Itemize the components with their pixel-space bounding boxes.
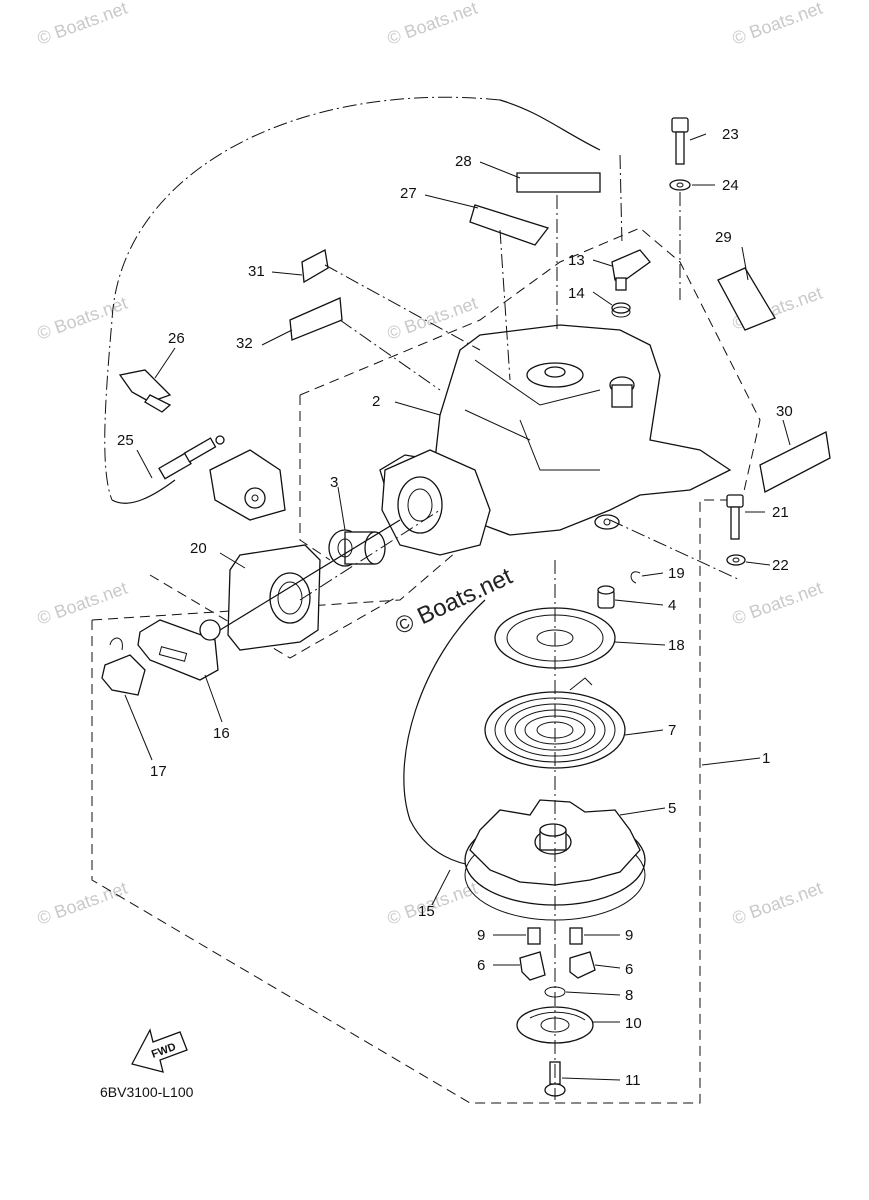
callout-11: 11 — [625, 1072, 641, 1089]
watermark: © Boats.net — [35, 293, 130, 344]
part-22-washer — [726, 554, 746, 566]
callouts: 23 24 28 27 29 31 32 13 14 30 2 26 25 3 … — [117, 126, 793, 1089]
callout-25: 25 — [117, 432, 134, 449]
watermark: © Boats.net — [35, 878, 130, 929]
callout-22: 22 — [772, 557, 789, 574]
labels-decals — [289, 172, 831, 493]
part-27-label — [469, 204, 550, 246]
callout-14: 14 — [568, 285, 585, 302]
callout-1: 1 — [762, 750, 770, 767]
diagram-code: 6BV3100-L100 — [100, 1084, 194, 1100]
callout-28: 28 — [455, 153, 472, 170]
handle-guide — [381, 449, 491, 556]
part-3-bushing — [328, 529, 386, 567]
cable-routing — [104, 96, 601, 504]
callout-18: 18 — [668, 637, 685, 654]
callout-17: 17 — [150, 763, 167, 780]
callout-10: 10 — [625, 1015, 642, 1032]
part-19-circlip — [630, 571, 641, 584]
callout-9-left: 9 — [477, 927, 485, 944]
callout-23: 23 — [722, 126, 739, 143]
callout-13: 13 — [568, 252, 585, 269]
part-17-clip — [101, 637, 146, 696]
part-28-label — [516, 172, 601, 193]
callout-9-right: 9 — [625, 927, 633, 944]
part-32-label — [289, 297, 343, 341]
watermark: © Boats.net — [385, 0, 480, 49]
watermark: © Boats.net — [730, 878, 825, 929]
cable-bracket — [209, 449, 286, 521]
part-26-clip — [118, 369, 172, 413]
part-16-handle — [137, 619, 221, 681]
callout-24: 24 — [722, 177, 739, 194]
leader-lines — [124, 133, 791, 1081]
part-21-bolt — [726, 494, 744, 540]
part-31-label — [301, 249, 329, 284]
callout-5: 5 — [668, 800, 676, 817]
part-25-cable-end — [158, 435, 225, 480]
callout-16: 16 — [213, 725, 230, 742]
callout-6-right: 6 — [625, 961, 633, 978]
callout-3: 3 — [330, 474, 338, 491]
assembly-outlines — [91, 227, 761, 1104]
callout-6-left: 6 — [477, 957, 485, 974]
watermark: © Boats.net — [730, 0, 825, 49]
callout-8: 8 — [625, 987, 633, 1004]
callout-20: 20 — [190, 540, 207, 557]
callout-26: 26 — [168, 330, 185, 347]
callout-4: 4 — [668, 597, 676, 614]
callout-7: 7 — [668, 722, 676, 739]
callout-19: 19 — [668, 565, 685, 582]
part-23-bolt — [671, 117, 689, 165]
part-9-springs — [527, 927, 583, 945]
watermark: © Boats.net — [385, 293, 480, 344]
part-13-link — [611, 249, 651, 291]
watermark: © Boats.net — [35, 0, 130, 49]
part-15-rope — [403, 599, 501, 867]
part-24-washer — [669, 179, 691, 191]
callout-29: 29 — [715, 229, 732, 246]
callout-30: 30 — [776, 403, 793, 420]
fwd-arrow-icon: FWD — [131, 1028, 188, 1073]
part-14-spring — [611, 302, 631, 318]
callout-31: 31 — [248, 263, 265, 280]
callout-15: 15 — [418, 903, 435, 920]
part-6-pawls — [519, 951, 596, 981]
watermark: © Boats.net — [730, 578, 825, 629]
part-29-label — [717, 267, 776, 331]
callout-2: 2 — [372, 393, 380, 410]
watermark: © Boats.net — [35, 578, 130, 629]
center-lines — [299, 154, 741, 1100]
callout-21: 21 — [772, 504, 789, 521]
callout-32: 32 — [236, 335, 253, 352]
part-30-label — [759, 431, 831, 493]
part-4-collar — [597, 585, 615, 609]
callout-27: 27 — [400, 185, 417, 202]
